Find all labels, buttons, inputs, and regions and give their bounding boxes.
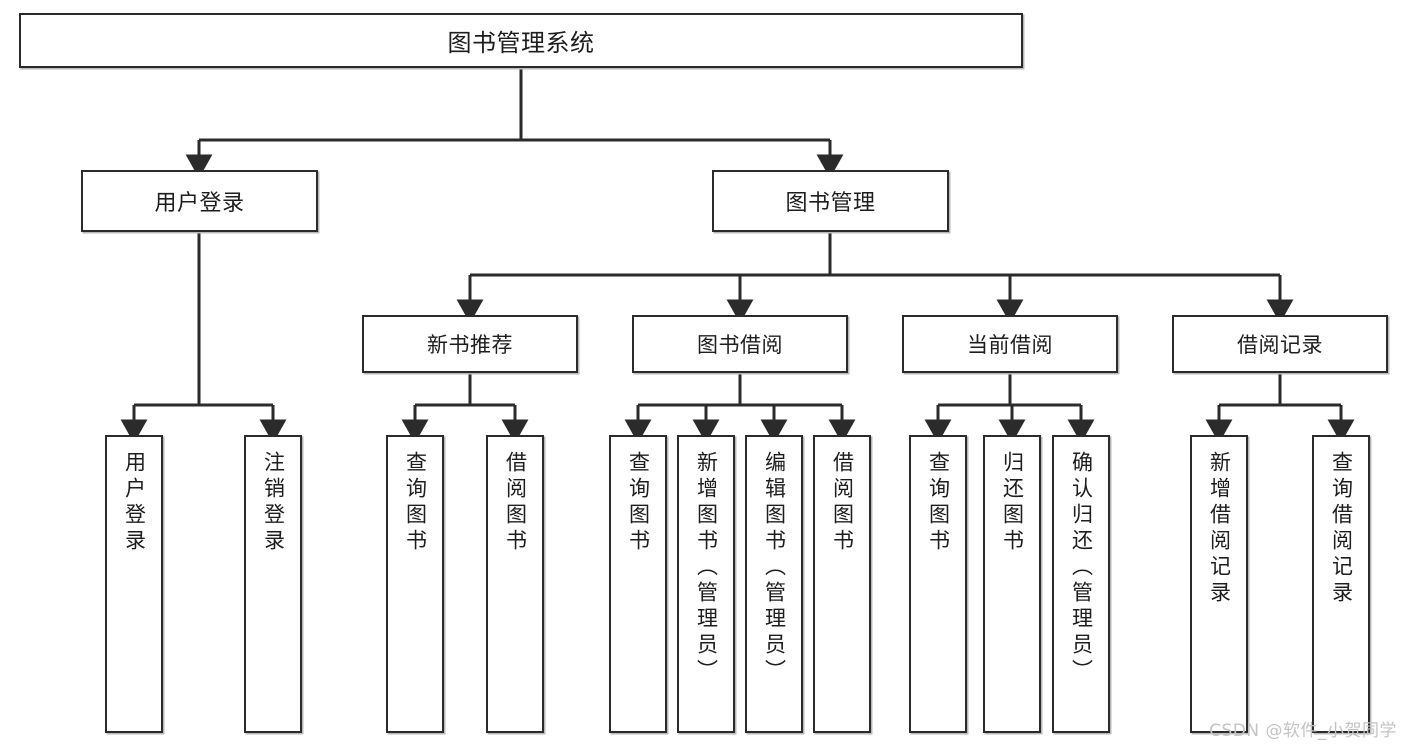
node-leaf-borrow-book[interactable]: 借阅图书 [813,435,871,733]
node-leaf-add-record-label: 新增借阅记录 [1207,451,1232,607]
node-user-login[interactable]: 用户登录 [81,170,318,232]
node-leaf-confirm-return[interactable]: 确认归还（管理员） [1052,435,1110,733]
node-book-borrow-label: 图书借阅 [697,333,783,357]
node-leaf-return-book-label: 归还图书 [1000,451,1025,555]
node-leaf-user-login[interactable]: 用户登录 [105,435,163,733]
node-leaf-edit-book[interactable]: 编辑图书（管理员） [745,435,803,733]
node-current-borrow-label: 当前借阅 [967,333,1053,357]
node-leaf-logout[interactable]: 注销登录 [244,435,302,733]
node-root-label: 图书管理系统 [447,29,595,57]
node-leaf-borrow-book-rec-label: 借阅图书 [503,451,528,555]
node-borrow-record-label: 借阅记录 [1237,333,1323,357]
node-borrow-record[interactable]: 借阅记录 [1172,315,1388,373]
node-leaf-return-book[interactable]: 归还图书 [983,435,1041,733]
node-leaf-add-record[interactable]: 新增借阅记录 [1190,435,1248,733]
node-leaf-query-book-cur-label: 查询图书 [926,451,951,555]
node-leaf-borrow-book-rec[interactable]: 借阅图书 [486,435,544,733]
node-new-book-rec-label: 新书推荐 [427,333,513,357]
node-leaf-query-book-borrow-label: 查询图书 [626,451,651,555]
watermark-text: CSDN @软件_小贺同学 [1209,721,1397,741]
node-leaf-query-book-rec[interactable]: 查询图书 [386,435,444,733]
node-leaf-logout-label: 注销登录 [261,451,286,555]
node-leaf-query-record-label: 查询借阅记录 [1329,451,1354,607]
node-book-borrow[interactable]: 图书借阅 [632,315,848,373]
node-leaf-user-login-label: 用户登录 [122,451,147,555]
node-user-login-label: 用户登录 [154,191,245,216]
node-book-manage-label: 图书管理 [785,191,876,216]
node-current-borrow[interactable]: 当前借阅 [902,315,1118,373]
node-leaf-add-book-label: 新增图书（管理员） [694,451,719,685]
node-leaf-confirm-return-label: 确认归还（管理员） [1069,451,1094,685]
node-leaf-query-book-borrow[interactable]: 查询图书 [609,435,667,733]
node-book-manage[interactable]: 图书管理 [712,170,949,232]
node-new-book-rec[interactable]: 新书推荐 [362,315,578,373]
node-leaf-borrow-book-label: 借阅图书 [830,451,855,555]
node-leaf-edit-book-label: 编辑图书（管理员） [762,451,787,685]
node-leaf-query-book-rec-label: 查询图书 [403,451,428,555]
node-leaf-query-book-cur[interactable]: 查询图书 [909,435,967,733]
node-root[interactable]: 图书管理系统 [19,13,1023,68]
node-leaf-add-book[interactable]: 新增图书（管理员） [677,435,735,733]
node-leaf-query-record[interactable]: 查询借阅记录 [1312,435,1370,733]
